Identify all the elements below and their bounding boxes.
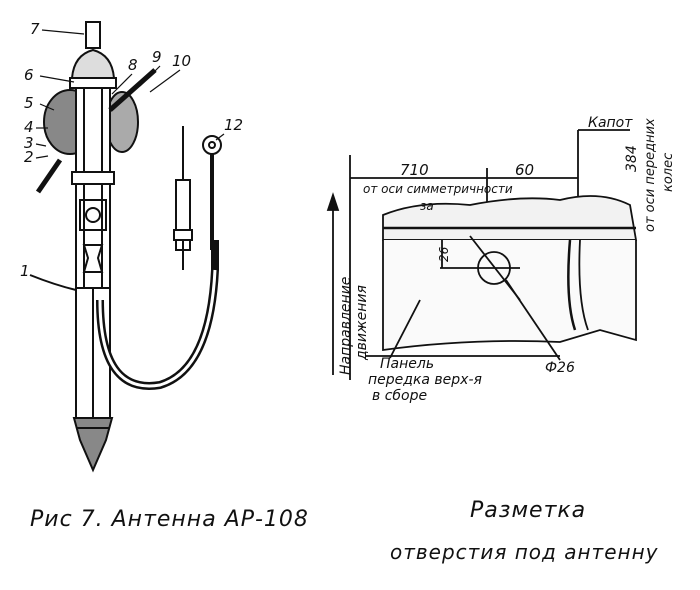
axis-note-line1: от оси передних xyxy=(643,118,658,232)
panel-label-line1: Панель xyxy=(380,356,434,372)
antenna-body xyxy=(75,87,111,289)
callout-2: 2 xyxy=(24,148,34,166)
callout-10: 10 xyxy=(172,52,191,70)
antenna-drawing xyxy=(29,21,222,473)
front-panel xyxy=(382,240,637,352)
callout-5: 5 xyxy=(24,94,34,112)
antenna-clip xyxy=(82,244,104,273)
antenna-tip xyxy=(85,21,101,49)
callout-6: 6 xyxy=(24,66,34,84)
axis-note-line2: колес xyxy=(661,153,676,192)
antenna-bottom-cone xyxy=(72,417,114,473)
callout-12: 12 xyxy=(224,116,243,134)
antenna-caption: Рис 7. Антенна АР-108 xyxy=(30,507,309,532)
antenna-head xyxy=(70,48,116,79)
direction-label-1: Направление xyxy=(338,277,354,375)
antenna-collar xyxy=(69,77,117,89)
marking-caption-line1: Разметка xyxy=(470,498,587,523)
dim-phi26-label: Ф26 xyxy=(545,360,575,376)
callout-4: 4 xyxy=(24,118,34,136)
antenna-callouts: 7 6 8 9 10 5 4 3 2 1 12 xyxy=(20,20,243,280)
dim-710-label: 710 xyxy=(400,161,429,179)
dim-60-label: 60 xyxy=(515,161,534,179)
hood-labels: 710 60 от оси симметричности за Капот 26… xyxy=(338,115,676,404)
dim-note-line2: за xyxy=(420,199,434,213)
antenna-window xyxy=(79,199,107,231)
callout-7: 7 xyxy=(30,20,40,38)
panel-label-line3: в сборе xyxy=(372,388,427,404)
dim-note-line1: от оси симметричности xyxy=(363,182,513,196)
direction-label-2: движения xyxy=(354,285,370,361)
callout-8: 8 xyxy=(128,56,138,74)
dim-26-label: 26 xyxy=(437,246,451,262)
dim-384-label: 384 xyxy=(624,145,640,172)
antenna-cable xyxy=(96,240,219,390)
label-kapot: Капот xyxy=(588,115,633,131)
marking-caption-line2: отверстия под антенну xyxy=(390,540,659,564)
callout-3: 3 xyxy=(24,134,34,152)
hood-drawing xyxy=(326,129,638,380)
callout-9: 9 xyxy=(152,48,162,66)
callout-1: 1 xyxy=(20,262,30,280)
panel-label-line2: передка верх-я xyxy=(368,372,482,388)
